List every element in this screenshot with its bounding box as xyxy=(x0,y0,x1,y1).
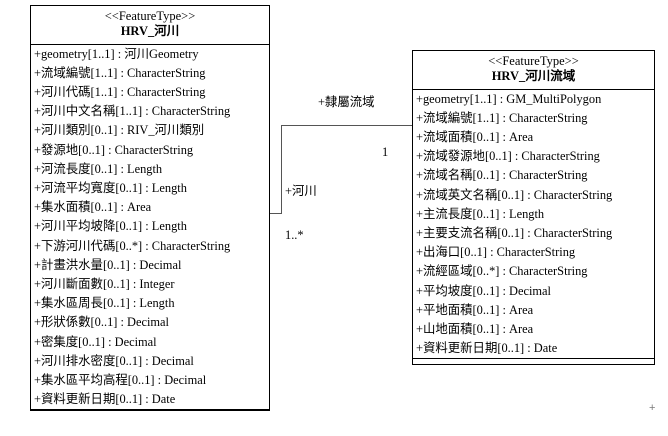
attribute-row: +流域編號[1..1] : CharacterString xyxy=(416,110,588,125)
attribute-row: +流域英文名稱[0..1] : CharacterString xyxy=(416,187,613,202)
attribute-row: +集水區平均高程[0..1] : Decimal xyxy=(34,372,207,387)
operation-compartment-hrv-river xyxy=(31,410,269,436)
attribute-row: +河流平均寬度[0..1] : Length xyxy=(34,180,187,195)
attribute-row: +集水區周長[0..1] : Length xyxy=(34,296,175,311)
attribute-row: +geometry[1..1] : GM_MultiPolygon xyxy=(416,91,602,106)
attribute-row: +流域面積[0..1] : Area xyxy=(416,129,534,144)
attribute-compartment-hrv-basin: +geometry[1..1] : GM_MultiPolygon +流域編號[… xyxy=(413,90,654,360)
attribute-row: +平均坡度[0..1] : Decimal xyxy=(416,283,551,298)
class-name: HRV_河川 xyxy=(120,24,180,39)
attribute-row: +山地面積[0..1] : Area xyxy=(416,321,534,336)
attribute-row: +出海口[0..1] : CharacterString xyxy=(416,245,576,260)
attribute-row: +geometry[1..1] : 河川Geometry xyxy=(34,46,199,61)
class-stereotype: <<FeatureType>> xyxy=(104,9,196,23)
attribute-row: +平地面積[0..1] : Area xyxy=(416,302,534,317)
attribute-row: +河川平均坡降[0..1] : Length xyxy=(34,219,187,234)
association-segment-upper-horizontal xyxy=(281,125,413,126)
class-header-hrv-river: <<FeatureType>> HRV_河川 xyxy=(31,6,269,45)
attribute-row: +河川代碼[1..1] : CharacterString xyxy=(34,84,206,99)
class-stereotype: <<FeatureType>> xyxy=(488,54,579,68)
attribute-row: +發源地[0..1] : CharacterString xyxy=(34,142,194,157)
attribute-row: +下游河川代碼[0..*] : CharacterString xyxy=(34,238,231,253)
attribute-row: +資料更新日期[0..1] : Date xyxy=(416,341,558,356)
association-role-target-label: +隸屬流域 xyxy=(318,95,375,109)
association-multiplicity-source-label: 1..* xyxy=(285,228,304,242)
attribute-row: +形狀係數[0..1] : Decimal xyxy=(34,315,169,330)
attribute-row: +密集度[0..1] : Decimal xyxy=(34,334,157,349)
attribute-row: +流域名稱[0..1] : CharacterString xyxy=(416,168,588,183)
association-role-source-label: +河川 xyxy=(285,184,317,198)
attribute-row: +計畫洪水量[0..1] : Decimal xyxy=(34,257,182,272)
attribute-row: +集水面積[0..1] : Area xyxy=(34,200,152,215)
canvas-corner-mark: + xyxy=(649,402,656,414)
attribute-row: +河川斷面數[0..1] : Integer xyxy=(34,276,175,291)
class-box-hrv-river[interactable]: <<FeatureType>> HRV_河川 +geometry[1..1] :… xyxy=(30,5,270,411)
attribute-row: +河川中文名稱[1..1] : CharacterString xyxy=(34,104,231,119)
uml-class-diagram: +隸屬流域 1 +河川 1..* <<FeatureType>> HRV_河川 … xyxy=(30,5,656,414)
attribute-row: +主流長度[0..1] : Length xyxy=(416,206,545,221)
association-segment-vertical xyxy=(281,125,282,214)
attribute-row: +河川排水密度[0..1] : Decimal xyxy=(34,353,194,368)
attribute-row: +流域發源地[0..1] : CharacterString xyxy=(416,149,600,164)
association-multiplicity-target-label: 1 xyxy=(382,145,389,159)
operation-compartment-hrv-basin xyxy=(413,359,654,385)
association-segment-lower-horizontal xyxy=(270,213,282,214)
class-header-hrv-basin: <<FeatureType>> HRV_河川流域 xyxy=(413,51,654,90)
attribute-row: +流經區域[0..*] : CharacterString xyxy=(416,264,588,279)
class-box-hrv-basin[interactable]: <<FeatureType>> HRV_河川流域 +geometry[1..1]… xyxy=(412,50,655,365)
attribute-row: +河流長度[0..1] : Length xyxy=(34,161,163,176)
attribute-compartment-hrv-river: +geometry[1..1] : 河川Geometry +流域編號[1..1]… xyxy=(31,45,269,411)
attribute-row: +主要支流名稱[0..1] : CharacterString xyxy=(416,225,613,240)
attribute-row: +河川類別[0..1] : RIV_河川類別 xyxy=(34,123,205,138)
attribute-row: +流域編號[1..1] : CharacterString xyxy=(34,65,206,80)
attribute-row: +資料更新日期[0..1] : Date xyxy=(34,392,176,407)
class-name: HRV_河川流域 xyxy=(491,69,576,84)
